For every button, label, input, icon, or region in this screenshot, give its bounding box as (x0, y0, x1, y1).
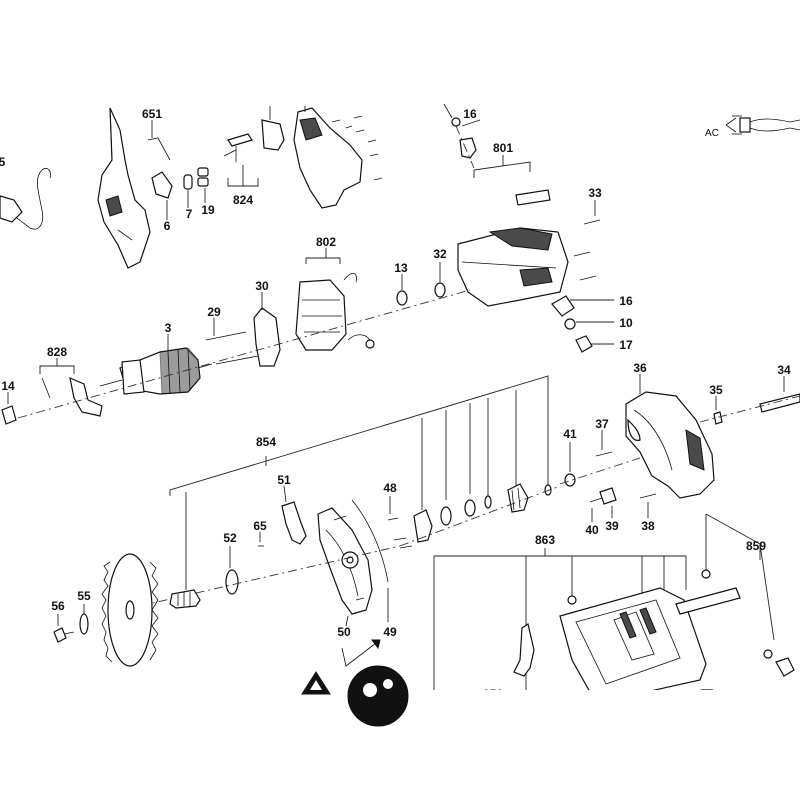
part-ring-52 (225, 546, 239, 595)
label-51: 51 (277, 473, 291, 487)
label-52: 52 (223, 531, 237, 545)
label-49: 49 (383, 625, 397, 639)
label-35: 35 (709, 383, 723, 397)
part-bushings (396, 262, 446, 306)
label-16-right: 16 (619, 294, 633, 308)
label-55: 55 (77, 589, 91, 603)
part-washer-55 (79, 604, 89, 635)
part-blade-guard (625, 374, 715, 499)
handle-housing-left (97, 107, 151, 269)
part-brush-holder-top (443, 103, 481, 169)
label-50: 50 (337, 625, 351, 639)
label-41: 41 (563, 427, 577, 441)
part-base-plate (559, 587, 707, 701)
label-10: 10 (619, 316, 633, 330)
part-lever-51 (281, 485, 307, 545)
label-5: 5 (0, 155, 6, 169)
part-armature (99, 334, 213, 395)
power-cord (0, 167, 51, 230)
part-screw-48 (387, 496, 413, 549)
part-allen-key (147, 120, 171, 161)
part-depth-lever (513, 623, 535, 677)
label-17: 17 (619, 338, 633, 352)
label-32: 32 (433, 247, 447, 261)
part-cord-clamp-group (151, 167, 209, 220)
label-801: 801 (493, 141, 513, 155)
part-screws-33 (573, 200, 601, 281)
safety-glasses-icon (347, 665, 409, 727)
label-828: 828 (47, 345, 67, 359)
part-gear-stack (399, 483, 561, 547)
part-field-coil (295, 248, 375, 351)
label-56: 56 (51, 599, 65, 613)
motor-housing (457, 155, 569, 307)
label-651: 651 (142, 107, 162, 121)
part-fan-baffle (253, 292, 281, 367)
label-854: 854 (256, 435, 276, 449)
label-824: 824 (233, 193, 253, 207)
part-seal-49 (351, 499, 389, 622)
part-spindle-lock-group (559, 442, 657, 522)
part-bearing-14 (1, 392, 17, 425)
label-802: 802 (316, 235, 336, 249)
part-pin-34-35 (699, 376, 800, 425)
label-40: 40 (585, 523, 599, 537)
label-38: 38 (641, 519, 655, 533)
warning-triangle-icon (301, 671, 331, 695)
label-30: 30 (255, 279, 269, 293)
part-arbor (169, 589, 201, 609)
label-39: 39 (605, 519, 619, 533)
part-brush-holder-right (551, 295, 614, 353)
arrow-icon (341, 639, 381, 667)
label-29: 29 (207, 305, 221, 319)
part-switch-824 (223, 133, 259, 187)
part-brush-set (39, 358, 103, 417)
label-19: 19 (201, 203, 215, 217)
label-37: 37 (595, 417, 609, 431)
label-33: 33 (588, 186, 602, 200)
bottom-mask (430, 690, 800, 800)
label-34: 34 (777, 363, 791, 377)
part-bolt-56 (53, 614, 75, 643)
handle-housing-right (261, 106, 383, 209)
label-859: 859 (746, 539, 766, 553)
handle-screws (331, 115, 383, 181)
label-3: 3 (165, 321, 172, 335)
label-14: 14 (1, 379, 15, 393)
label-65: 65 (253, 519, 267, 533)
label-7: 7 (186, 207, 193, 221)
part-pin-65 (258, 532, 264, 547)
part-gear-housing (317, 507, 373, 627)
part-screw-37 (595, 430, 613, 457)
part-labels: 651 16 801 33 AC 5 6 7 19 824 802 13 32 … (0, 107, 791, 701)
label-16-top: 16 (463, 107, 477, 121)
label-48: 48 (383, 481, 397, 495)
ac-plug-icon (725, 115, 800, 135)
saw-blade (101, 553, 159, 667)
part-screws-29 (205, 318, 259, 365)
bracket-854 (169, 375, 549, 590)
label-6: 6 (164, 219, 171, 233)
label-13: 13 (394, 261, 408, 275)
label-36: 36 (633, 361, 647, 375)
label-ac: AC (705, 128, 719, 139)
label-863: 863 (535, 533, 555, 547)
